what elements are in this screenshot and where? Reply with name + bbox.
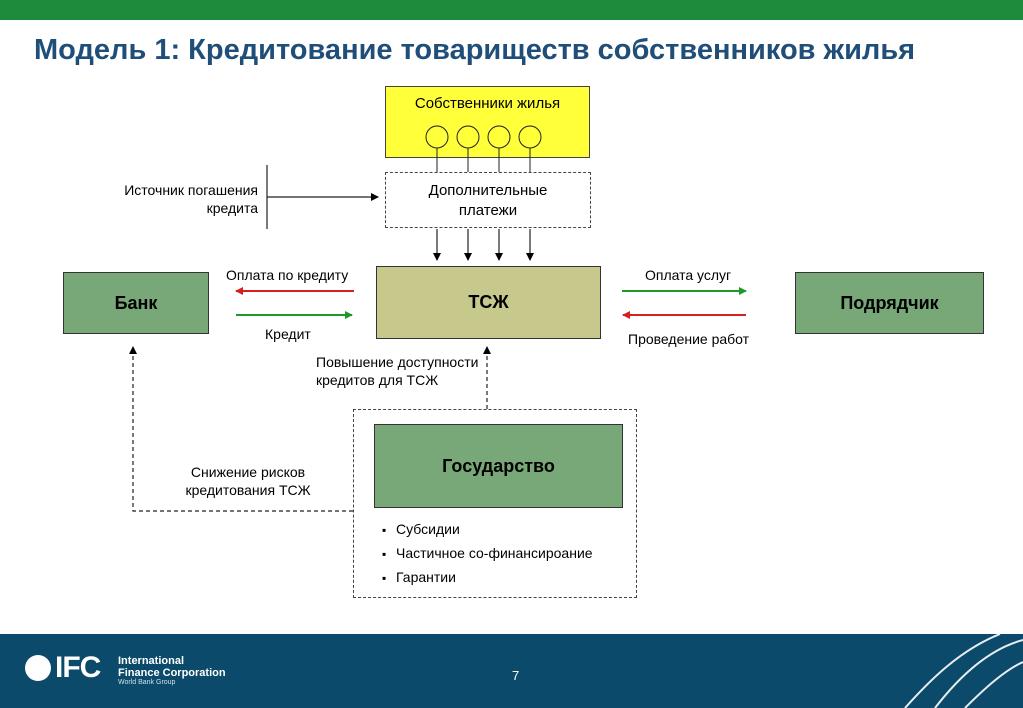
tszh-node: ТСЖ <box>376 266 601 339</box>
owners-node: Собственники жилья <box>385 86 590 158</box>
state-to-bank-arrow <box>129 346 353 512</box>
credit-access-label: Повышение доступности кредитов для ТСЖ <box>316 354 479 388</box>
owner-circles <box>425 125 542 149</box>
credit-label: Кредит <box>265 326 311 342</box>
state-node: Государство <box>374 424 623 508</box>
org-subtitle: World Bank Group <box>118 679 176 686</box>
top-accent-bar <box>0 0 1023 20</box>
org-name: International Finance Corporation <box>118 655 226 679</box>
page-title: Модель 1: Кредитование товариществ собст… <box>34 34 916 66</box>
world-bank-globe-icon <box>25 655 51 681</box>
footer-bar <box>0 634 1023 708</box>
contractor-node: Подрядчик <box>795 272 984 334</box>
list-item: Частичное со-финансироание <box>382 542 593 566</box>
extra-payments-node: Дополнительные платежи <box>385 172 591 228</box>
page-number: 7 <box>512 668 520 683</box>
loan-payment-label: Оплата по кредиту <box>226 267 349 283</box>
extra-payments-label: Дополнительные платежи <box>428 182 548 219</box>
org-name-line2: Finance Corporation <box>118 667 226 679</box>
owners-label: Собственники жилья <box>414 95 561 112</box>
service-payment-label: Оплата услуг <box>645 267 732 283</box>
risk-reduction-label: Снижение рисков кредитования ТСЖ <box>185 464 311 498</box>
list-item: Субсидии <box>382 518 593 542</box>
ifc-logo: IFC <box>55 651 101 684</box>
repayment-source-label: Источник погашения кредита <box>124 182 258 216</box>
state-support-list: Субсидии Частичное со-финансироание Гара… <box>382 518 593 590</box>
works-label: Проведение работ <box>628 331 750 347</box>
bank-node: Банк <box>63 272 209 334</box>
org-name-line1: International <box>118 655 185 667</box>
list-item: Гарантии <box>382 566 593 590</box>
